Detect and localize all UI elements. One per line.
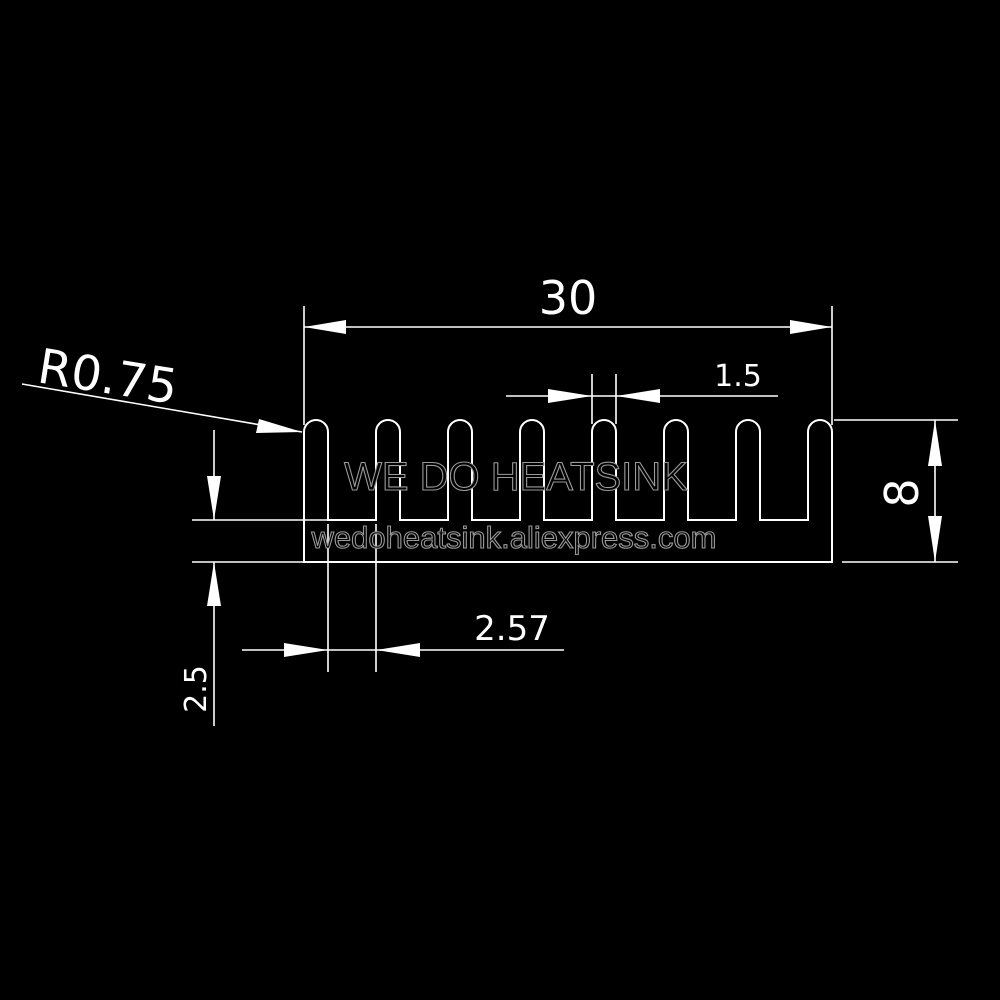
overall-width-label: 30: [539, 271, 598, 325]
fin-pitch-dimension: 2.57: [242, 524, 564, 672]
fin-tip-radius-label: R0.75: [34, 339, 181, 416]
fin-width-dimension: 1.5: [506, 359, 778, 424]
base-thickness-dimension: 2.5: [179, 430, 330, 726]
fin-pitch-label: 2.57: [474, 609, 550, 649]
fin-width-label: 1.5: [714, 359, 762, 394]
heatsink-profile-outline: [303, 419, 833, 563]
watermark-brand: WE DO HEATSINK: [344, 455, 688, 499]
watermark-url: wedoheatsink.aliexpress.com: [311, 520, 717, 555]
overall-height-label: 8: [875, 478, 929, 507]
overall-width-dimension: 30: [303, 271, 833, 425]
fin-tip-radius-leader: R0.75: [21, 339, 303, 433]
base-thickness-label: 2.5: [179, 665, 214, 713]
overall-height-dimension: 8: [834, 419, 958, 563]
